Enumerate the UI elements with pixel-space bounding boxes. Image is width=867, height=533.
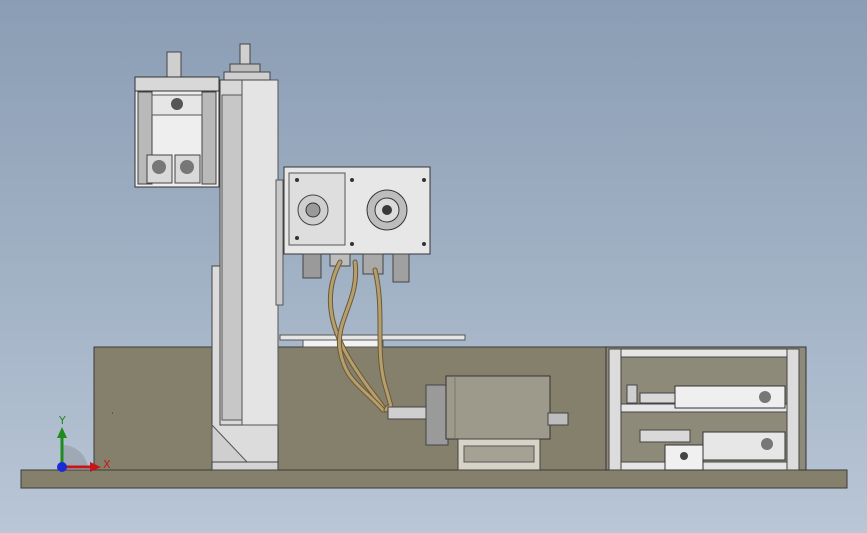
triad-y-label: Y xyxy=(59,414,66,427)
vertical-column[interactable] xyxy=(211,43,284,471)
servo-motor[interactable] xyxy=(134,51,220,188)
base-plate[interactable] xyxy=(20,469,848,489)
triad-z-axis xyxy=(57,462,67,472)
drive-motor[interactable] xyxy=(387,375,569,471)
pneumatic-cylinder[interactable] xyxy=(626,384,786,471)
guide-rail[interactable] xyxy=(279,334,466,348)
orientation-triad xyxy=(57,427,101,472)
spindle-gearbox[interactable] xyxy=(283,166,431,283)
triad-x-label: X xyxy=(103,458,111,471)
